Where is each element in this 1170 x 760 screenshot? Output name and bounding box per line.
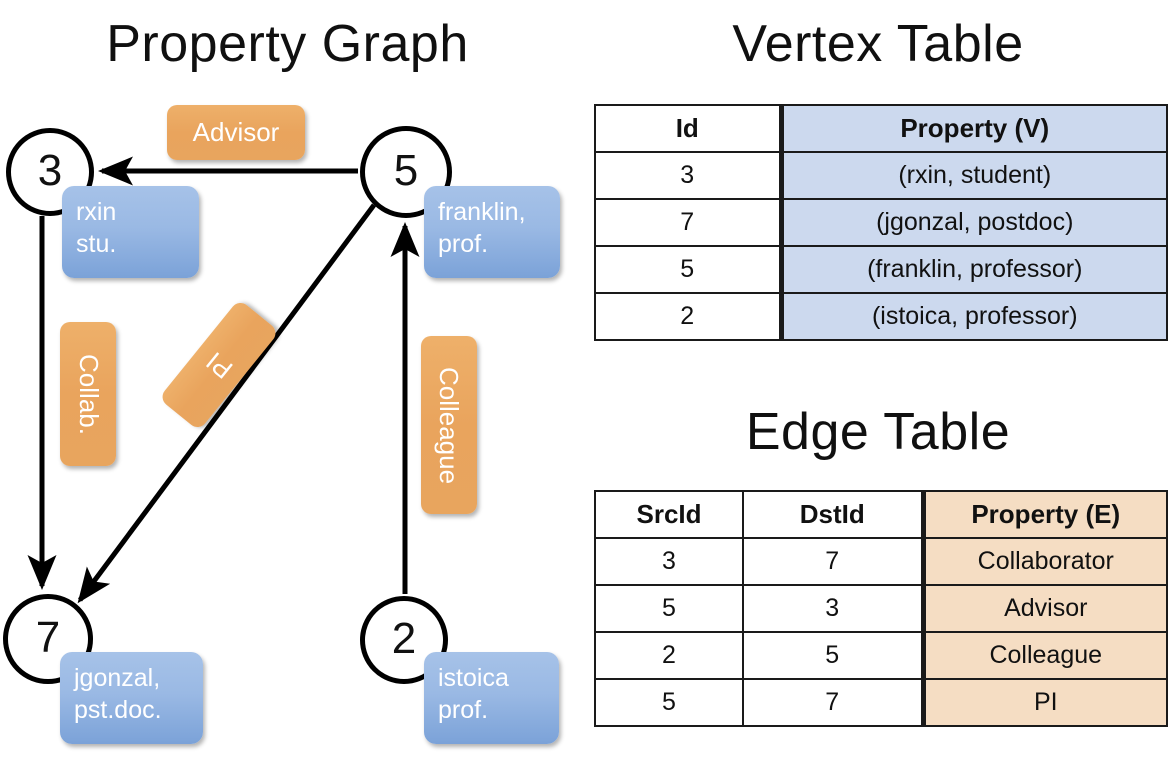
table-row: 2 (istoica, professor) — [594, 292, 1168, 341]
vertex-property-callout-3: rxin stu. — [62, 186, 199, 278]
edge-cell-dstid: 7 — [742, 537, 924, 586]
graph-edge-5-to-7 — [77, 203, 377, 604]
page-title-edge-table: Edge Table — [745, 403, 1011, 461]
graph-edges-svg — [27, 156, 420, 604]
edge-table-header-srcid: SrcId — [594, 490, 744, 539]
graph-node-2-label: 2 — [391, 614, 417, 663]
edge-label-colleague-text: Colleague — [434, 366, 465, 484]
graph-node-7-label: 7 — [35, 613, 61, 662]
table-row: 3 (rxin, student) — [594, 151, 1168, 200]
page-title-property-graph: Property Graph — [106, 15, 469, 73]
vertex-property-callout-5: franklin, prof. — [424, 186, 560, 278]
property-graph-diagram: 3 5 7 2 rxin stu. franklin, prof. jgonza… — [3, 105, 560, 744]
table-row: 5 3 Advisor — [594, 584, 1168, 633]
vertex-cell-id: 3 — [594, 151, 782, 200]
vertex-table-header-property: Property (V) — [778, 104, 1168, 153]
table-row: 2 5 Colleague — [594, 631, 1168, 680]
graph-node-5[interactable]: 5 — [360, 126, 452, 218]
vertex-cell-id: 5 — [594, 245, 782, 294]
vertex-property-callout-2: istoica prof. — [424, 652, 559, 744]
vertex-cell-property: (franklin, professor) — [778, 245, 1168, 294]
edge-cell-dstid: 7 — [742, 678, 924, 727]
edge-cell-dstid: 3 — [742, 584, 924, 633]
vertex-cell-id: 7 — [594, 198, 782, 247]
edge-table-header-property: Property (E) — [920, 490, 1168, 539]
edge-label-advisor-text: Advisor — [192, 117, 280, 147]
table-header-row: SrcId DstId Property (E) — [594, 490, 1168, 539]
edge-cell-srcid: 3 — [594, 537, 744, 586]
edge-cell-srcid: 5 — [594, 678, 744, 727]
edge-label-advisor: Advisor — [167, 105, 305, 160]
table-header-row: Id Property (V) — [594, 104, 1168, 153]
edge-cell-property: Colleague — [920, 631, 1168, 680]
vertex-cell-property: (jgonzal, postdoc) — [778, 198, 1168, 247]
edge-label-collab-text: Collab. — [73, 353, 104, 435]
table-row: 7 (jgonzal, postdoc) — [594, 198, 1168, 247]
edge-cell-srcid: 5 — [594, 584, 744, 633]
edge-cell-srcid: 2 — [594, 631, 744, 680]
vertex-cell-property: (istoica, professor) — [778, 292, 1168, 341]
edge-table: SrcId DstId Property (E) 3 7 Collaborato… — [594, 490, 1168, 727]
graph-node-3-label: 3 — [37, 146, 63, 195]
vertex-property-callout-7: jgonzal, pst.doc. — [60, 652, 203, 744]
edge-cell-property: PI — [920, 678, 1168, 727]
graph-node-2[interactable]: 2 — [360, 596, 448, 684]
table-row: 5 (franklin, professor) — [594, 245, 1168, 294]
vertex-table-header-id: Id — [594, 104, 782, 153]
table-row: 3 7 Collaborator — [594, 537, 1168, 586]
graph-node-5-label: 5 — [393, 146, 419, 195]
page-title-vertex-table: Vertex Table — [732, 15, 1024, 73]
edge-cell-dstid: 5 — [742, 631, 924, 680]
edge-cell-property: Collaborator — [920, 537, 1168, 586]
vertex-cell-property: (rxin, student) — [778, 151, 1168, 200]
edge-table-header-dstid: DstId — [742, 490, 924, 539]
edge-label-collab: Collab. — [60, 322, 116, 466]
edge-label-pi-text: PI — [199, 346, 238, 385]
edge-label-colleague: Colleague — [421, 336, 477, 514]
table-row: 5 7 PI — [594, 678, 1168, 727]
edge-cell-property: Advisor — [920, 584, 1168, 633]
vertex-cell-id: 2 — [594, 292, 782, 341]
vertex-table: Id Property (V) 3 (rxin, student) 7 (jgo… — [594, 104, 1168, 341]
